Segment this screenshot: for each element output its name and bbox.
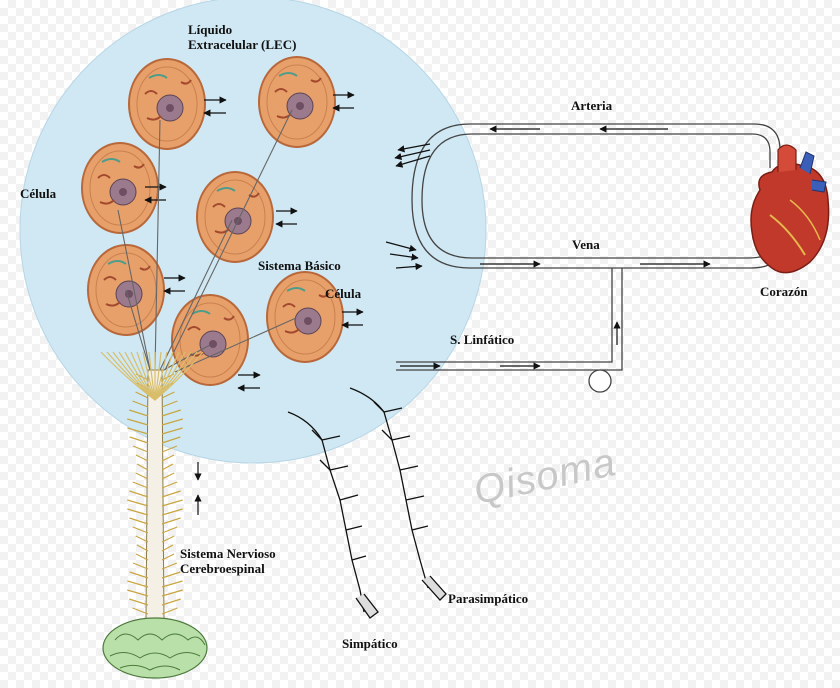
spinal-nerve-branch [127,499,183,507]
brain-icon [102,617,208,679]
spinal-nerve-branch [132,400,178,408]
spinal-nerve-branch [135,535,175,543]
spinal-nerve-branch [135,553,175,561]
spinal-nerve-branch [136,544,174,552]
autonomic-chains [287,387,447,619]
vessel-loop [411,123,781,269]
cell [266,271,344,363]
cell [258,56,336,148]
vena-label: Vena [572,237,600,252]
vessel-arrows [385,125,711,370]
lec-label: Líquido Extracelular (LEC) [188,22,297,52]
spinal-nerve-branch [127,427,183,435]
nerve-fan-fiber [154,351,204,401]
cell [171,294,249,386]
cell-arrows [144,91,364,515]
spinal-nerve-branch [132,562,178,570]
simpatico-label: Simpático [342,636,398,651]
sympathetic-chain [287,411,365,613]
cell [128,58,206,150]
spinal-nerve-branch [132,526,178,534]
spinal-nerve-branch [132,607,178,615]
spinal-nerve-branch [127,508,183,516]
spinal-nerve-branch [127,418,183,426]
spinal-nerve-branch [135,454,175,462]
spinal-nerve-branch [132,445,178,453]
spinal-nerve-branch [136,463,174,471]
spinal-cord [100,351,204,621]
spinal-nerve-branch [127,580,183,588]
arteria-label: Arteria [571,98,613,113]
spinal-nerve-branch [135,391,175,399]
spinal-nerve-branch [129,571,181,579]
parasimpatico-label: Parasimpático [448,591,529,606]
sistema-basico-label: Sistema Básico [258,258,341,273]
spinal-nerve-branch [129,409,181,417]
spinal-nerve-branch [129,598,181,606]
celula-label-left: Célula [20,186,57,201]
cells-group [81,56,344,386]
corazon-label: Corazón [760,284,808,299]
spinal-nerve-branch [135,472,175,480]
lymphatic-channel [396,268,623,393]
spinal-nerve-branch [129,436,181,444]
spinal-nerve-branch [127,589,183,597]
spinal-nerve-branch [129,490,181,498]
cell [196,171,274,263]
celula-label-right: Célula [325,286,362,301]
cell [81,142,159,234]
spinal-nerve-branch [132,481,178,489]
spinal-nerve-branch [129,517,181,525]
heart-icon [750,144,830,274]
nerve-fibers [117,109,297,373]
linfatico-label: S. Linfático [450,332,515,347]
snc-label: Sistema Nervioso Cerebroespinal [180,546,276,576]
